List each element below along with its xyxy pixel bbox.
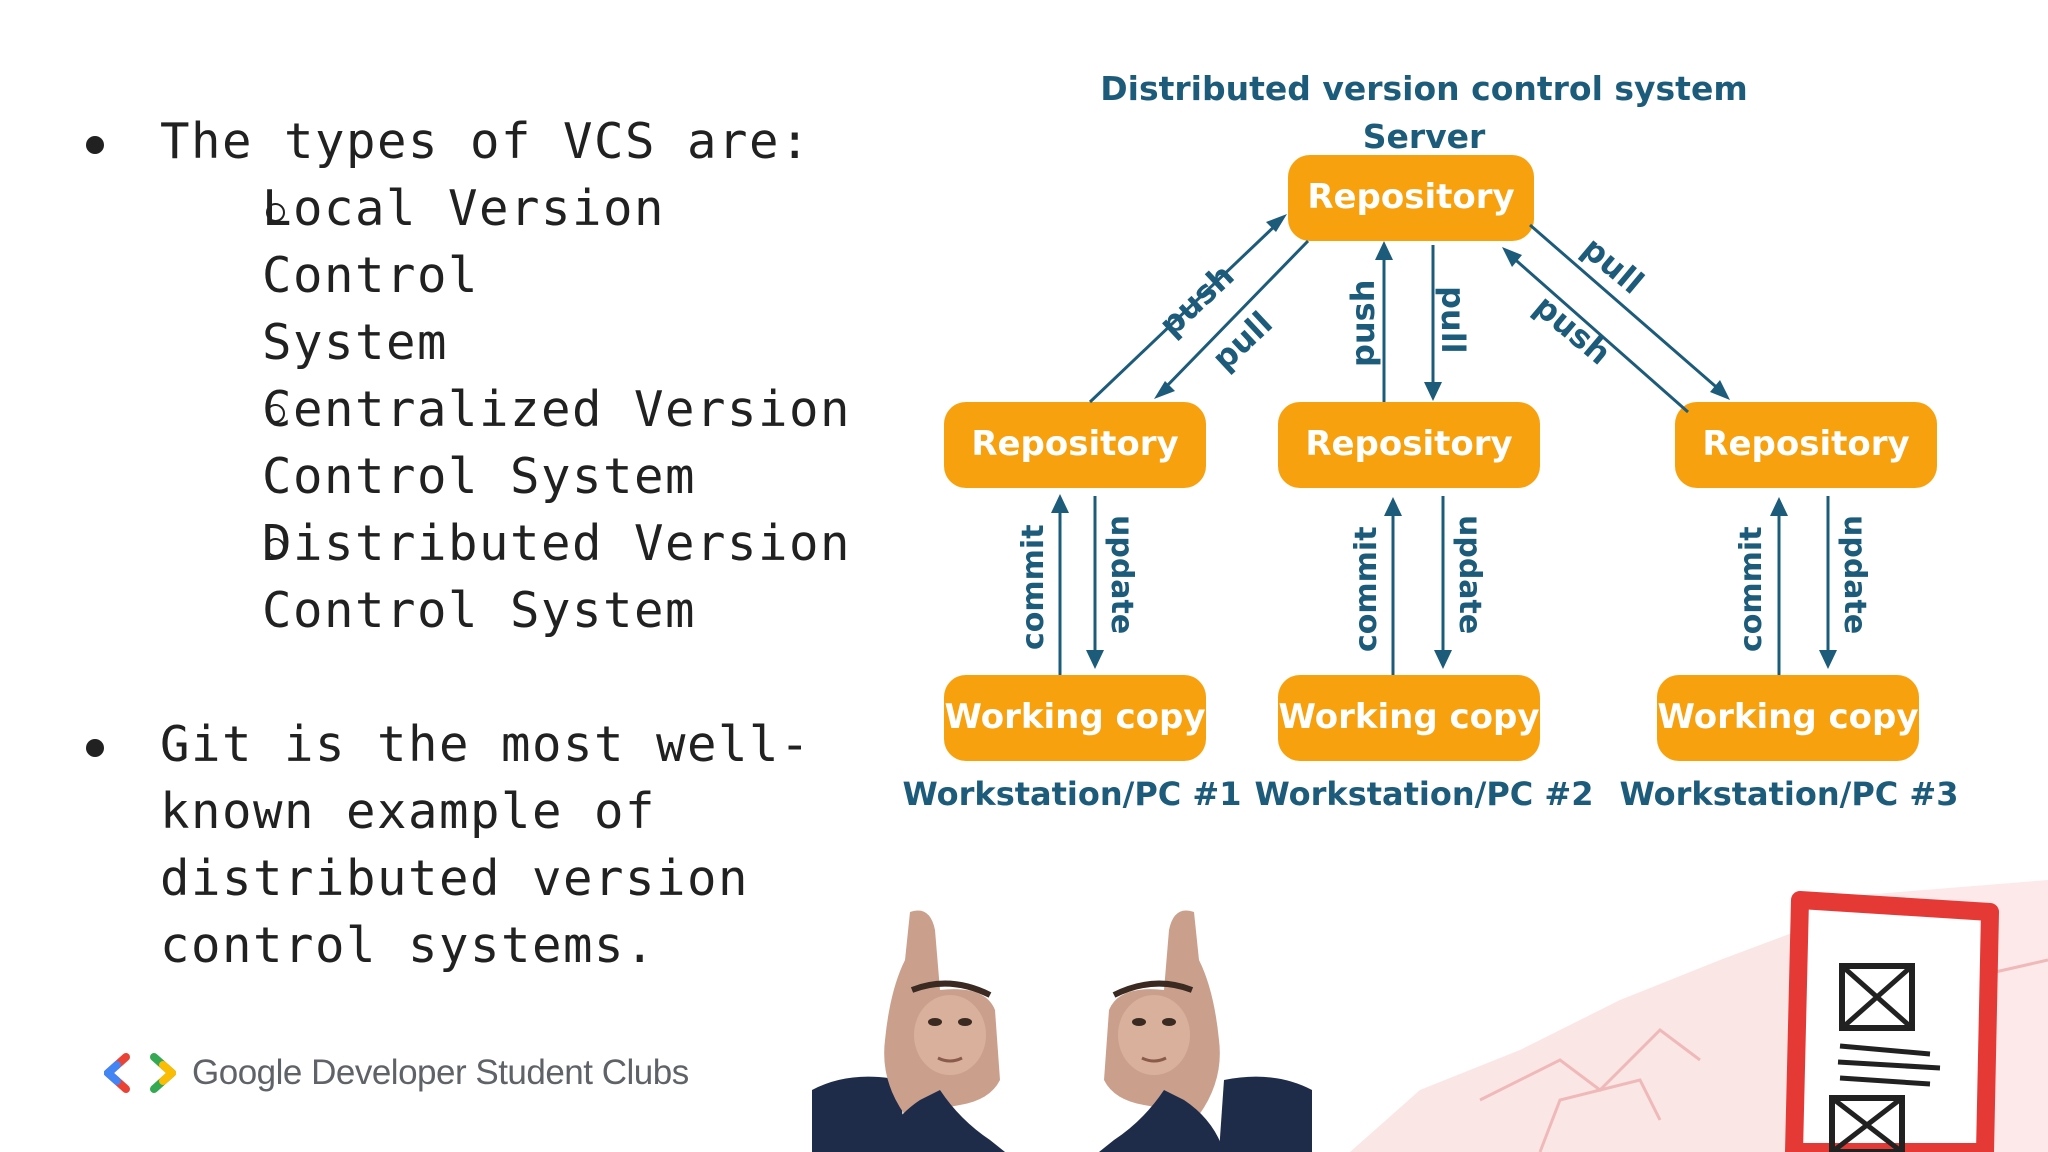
arrow-head (1051, 494, 1069, 513)
arrow-head (1434, 650, 1452, 669)
pull-label-3: pull (1575, 229, 1651, 302)
repository-label-1: Repository (971, 424, 1178, 464)
arrow-head (1710, 380, 1730, 400)
bullet-dot (86, 136, 104, 154)
server-repository-node (1288, 155, 1534, 241)
arrow-head (1424, 382, 1442, 401)
bullet-line: Git is the most well- (160, 716, 812, 773)
pull-edge-1 (1160, 239, 1310, 393)
working-copy-node-2 (1278, 675, 1540, 761)
push-label-2: push (1344, 279, 1382, 367)
pull-edge-3 (1529, 223, 1723, 394)
bullet-list: The types of VCS are: Local Version Cont… (84, 108, 884, 979)
pull-label-1: pull (1205, 304, 1280, 378)
commit-label-1: commit (1016, 524, 1051, 650)
bullet-vcs-types: The types of VCS are: Local Version Cont… (84, 108, 884, 644)
arrow-head (1086, 650, 1104, 669)
gdsc-brackets-icon (104, 1053, 176, 1093)
working-copy-node-1 (944, 675, 1206, 761)
gdsc-logo: Google Developer Student Clubs (104, 1048, 689, 1098)
push-label-3: push (1527, 287, 1618, 372)
workstation-label-1: Workstation/PC #1 (902, 775, 1241, 813)
sub-bullet-ring (266, 404, 285, 423)
bullet-text: The types of VCS are: (160, 113, 812, 170)
arrow-head (1770, 497, 1788, 516)
commit-label-3: commit (1734, 526, 1769, 652)
sub-bullet-local-vcs: Local Version Control System (160, 175, 884, 376)
repository-label-2: Repository (1305, 424, 1512, 464)
sub-bullet-line: Centralized Version (262, 381, 852, 438)
arrow-head (1154, 381, 1175, 399)
sub-bullet-ring (266, 203, 285, 222)
server-label: Server (1363, 117, 1486, 156)
update-label-3: update (1837, 515, 1872, 634)
server-repository-label: Repository (1307, 177, 1514, 217)
sub-bullet-list: Local Version Control System Centralized… (160, 175, 884, 644)
arrow-head (1502, 247, 1522, 267)
bullet-line: distributed version (160, 850, 750, 907)
bullet-line: control systems. (160, 917, 657, 974)
update-label-1: update (1104, 515, 1139, 634)
commit-label-2: commit (1349, 526, 1384, 652)
sub-bullet-line: System (262, 314, 449, 371)
push-edge-1 (1088, 220, 1281, 404)
arrow-head (1384, 497, 1402, 516)
sub-bullet-line: Control System (262, 448, 697, 505)
sub-bullet-line: Distributed Version (262, 515, 852, 572)
working-copy-label-2: Working copy (1278, 697, 1539, 737)
sub-bullet-line: Local Version Control (262, 180, 666, 304)
arrow-head (1375, 241, 1393, 260)
workstation-label-3: Workstation/PC #3 (1619, 775, 1958, 813)
arrow-head (1819, 650, 1837, 669)
bullet-line: known example of (160, 783, 657, 840)
sub-bullet-line: Control System (262, 582, 697, 639)
sub-bullet-distributed-vcs: Distributed Version Control System (160, 510, 884, 644)
push-edge-3 (1509, 253, 1689, 414)
working-copy-node-3 (1657, 675, 1919, 761)
sub-bullet-centralized-vcs: Centralized Version Control System (160, 376, 884, 510)
bullet-dot (86, 739, 104, 757)
gdsc-brand-text: Google Developer Student Clubs (192, 1053, 689, 1092)
working-copy-label-3: Working copy (1657, 697, 1918, 737)
repository-node-1 (944, 402, 1206, 488)
update-label-2: update (1452, 515, 1487, 634)
arrow-head (1266, 214, 1287, 232)
bullet-git-example: Git is the most well- known example of d… (84, 711, 884, 979)
diagram-title: Distributed version control system (1100, 69, 1747, 108)
repository-node-3 (1675, 402, 1937, 488)
working-copy-label-1: Working copy (944, 697, 1205, 737)
repository-node-2 (1278, 402, 1540, 488)
repository-label-3: Repository (1702, 424, 1909, 464)
pull-label-2: pull (1434, 286, 1472, 354)
sub-bullet-ring (266, 538, 285, 557)
workstation-label-2: Workstation/PC #2 (1254, 775, 1593, 813)
